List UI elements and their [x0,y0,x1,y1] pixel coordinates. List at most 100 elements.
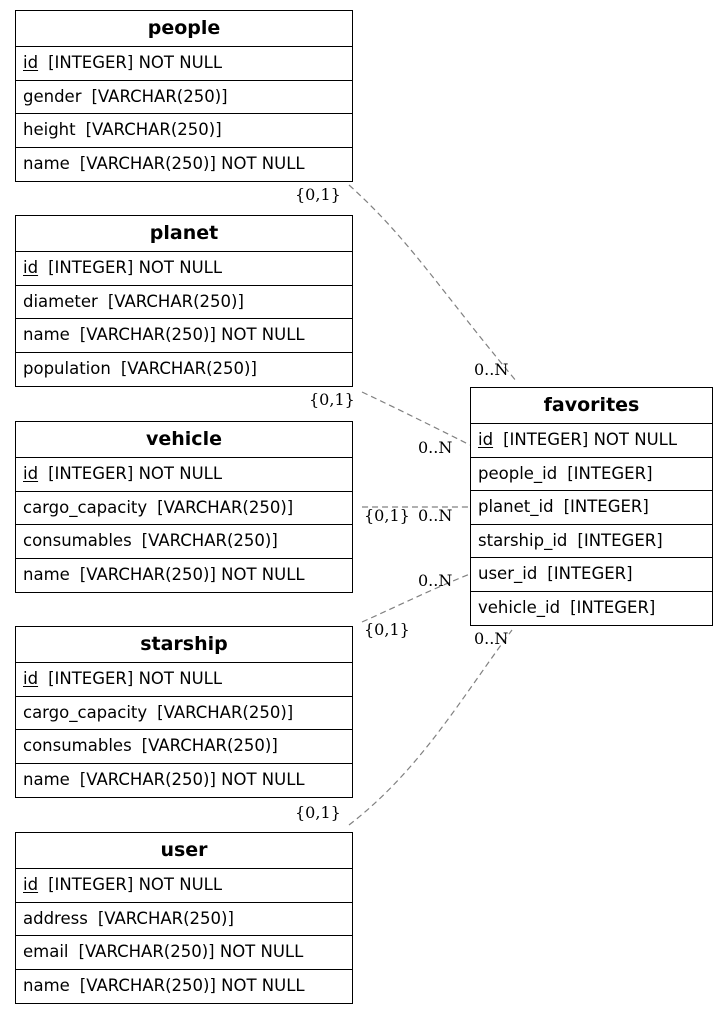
field-type: [INTEGER] NOT NULL [48,53,223,72]
cardinality-user-source: {0,1} [295,803,341,822]
field-type: [VARCHAR(250)] [157,702,294,722]
field-type: [INTEGER] NOT NULL [503,430,678,449]
field-row: consumables [VARCHAR(250)] [16,525,352,559]
field-row: id [INTEGER] NOT NULL [16,47,352,81]
table-starship: starship id [INTEGER] NOT NULL cargo_capa… [15,626,353,798]
cardinality-people-target: 0..N [474,360,509,379]
field-type: [INTEGER] [577,530,663,550]
field-type: [VARCHAR(250)] NOT NULL [79,153,305,173]
field-row: population[VARCHAR(250)] [16,353,352,387]
field-name: id [23,258,39,277]
field-type: [VARCHAR(250)] NOT NULL [78,942,304,961]
field-name: name [23,564,70,584]
field-row: consumables [VARCHAR(250)] [16,730,352,764]
field-row: email [VARCHAR(250)] NOT NULL [16,936,352,970]
field-name: cargo_capacity [23,702,148,722]
field-row: planet_id [INTEGER] [471,491,712,525]
field-row: id[INTEGER] NOT NULL [471,424,712,458]
field-row: people_id [INTEGER] [471,458,712,491]
field-type: [INTEGER] [567,463,653,483]
edge-user-favorites [348,629,513,826]
field-name: consumables [23,531,132,550]
field-name: address [23,908,88,928]
table-title: people [16,11,352,47]
edge-planet-favorites [361,391,471,446]
cardinality-vehicle-target: 0..N [418,506,453,525]
field-type: [VARCHAR(250)] NOT NULL [79,769,305,789]
field-row: name [VARCHAR(250)] NOT NULL [16,764,352,798]
table-user: user id [INTEGER] NOT NULL address [VARCHA… [15,832,353,1004]
field-row: id [INTEGER] NOT NULL [16,663,352,697]
field-name: email [23,942,69,961]
field-type: [VARCHAR(250)] [141,736,278,755]
table-vehicle: vehicle id[INTEGER] NOT NULL cargo_capac… [15,421,353,593]
field-name: id [23,464,39,483]
field-name: diameter [23,291,98,311]
field-name: user_id [478,564,538,583]
field-type: [VARCHAR(250)] [107,291,244,311]
field-row: name [VARCHAR(250)] NOT NULL [16,319,352,353]
field-type: [VARCHAR(250)] [91,86,228,106]
table-title: starship [16,627,352,663]
field-row: id [INTEGER] NOT NULL [16,252,352,286]
table-planet: planet id [INTEGER] NOT NULL diameter [VAR… [15,215,353,387]
field-name: planet_id [478,497,554,516]
field-type: [VARCHAR(250)] [85,120,222,139]
cardinality-people-source: {0,1} [295,185,341,204]
field-name: id [23,669,39,688]
cardinality-starship-source: {0,1} [364,620,410,639]
field-type: [VARCHAR(250)] NOT NULL [79,975,305,995]
field-name: name [23,153,70,173]
field-row: diameter [VARCHAR(250)] [16,286,352,319]
field-row: name [VARCHAR(250)] NOT NULL [16,970,352,1004]
field-type: [VARCHAR(250)] [141,531,278,550]
field-row: vehicle_id[INTEGER] [471,592,712,626]
field-row: cargo_capacity [VARCHAR(250)] [16,697,352,730]
field-row: gender [VARCHAR(250)] [16,81,352,114]
field-type: [VARCHAR(250)] NOT NULL [79,564,305,584]
field-type: [INTEGER] [547,564,633,583]
field-type: [INTEGER] NOT NULL [48,464,223,483]
edge-people-favorites [348,184,518,383]
cardinality-planet-target: 0..N [418,438,453,457]
edge-starship-favorites [361,573,471,623]
table-favorites: favorites id[INTEGER] NOT NULL people_id… [470,387,713,626]
field-name: height [23,120,76,139]
field-name: population [23,358,111,378]
field-row: starship_id [INTEGER] [471,525,712,558]
field-row: name [VARCHAR(250)] NOT NULL [16,559,352,593]
field-type: [VARCHAR(250)] [157,497,294,517]
cardinality-vehicle-source: {0,1} [364,506,410,525]
table-people: people id[INTEGER] NOT NULL gender[VARCH… [15,10,353,182]
field-type: [INTEGER] NOT NULL [48,875,223,894]
field-row: id [INTEGER] NOT NULL [16,458,352,492]
table-title: favorites [471,388,712,424]
field-name: gender [23,86,82,106]
field-name: people_id [478,463,558,483]
field-type: [INTEGER] NOT NULL [48,258,223,277]
field-type: [VARCHAR(250)] [97,908,234,928]
field-name: vehicle_id [478,597,561,617]
field-name: id [23,53,39,72]
field-row: address [VARCHAR(250)] [16,903,352,936]
field-type: [INTEGER] [563,497,649,516]
cardinality-user-target: 0..N [474,629,509,648]
field-name: consumables [23,736,132,755]
field-row: cargo_capacity[VARCHAR(250)] [16,492,352,525]
field-name: starship_id [478,530,568,550]
cardinality-planet-source: {0,1} [309,390,355,409]
table-title: planet [16,216,352,252]
field-row: id [INTEGER] NOT NULL [16,869,352,903]
field-row: name [VARCHAR(250)] NOT NULL [16,148,352,182]
table-title: user [16,833,352,869]
field-name: name [23,325,70,344]
field-name: id [23,875,39,894]
field-type: [INTEGER] NOT NULL [48,669,223,688]
field-name: name [23,769,70,789]
field-name: name [23,975,70,995]
cardinality-starship-target: 0..N [418,571,453,590]
field-type: [VARCHAR(250)] NOT NULL [79,325,305,344]
field-row: height [VARCHAR(250)] [16,114,352,148]
field-row: user_id [INTEGER] [471,558,712,592]
